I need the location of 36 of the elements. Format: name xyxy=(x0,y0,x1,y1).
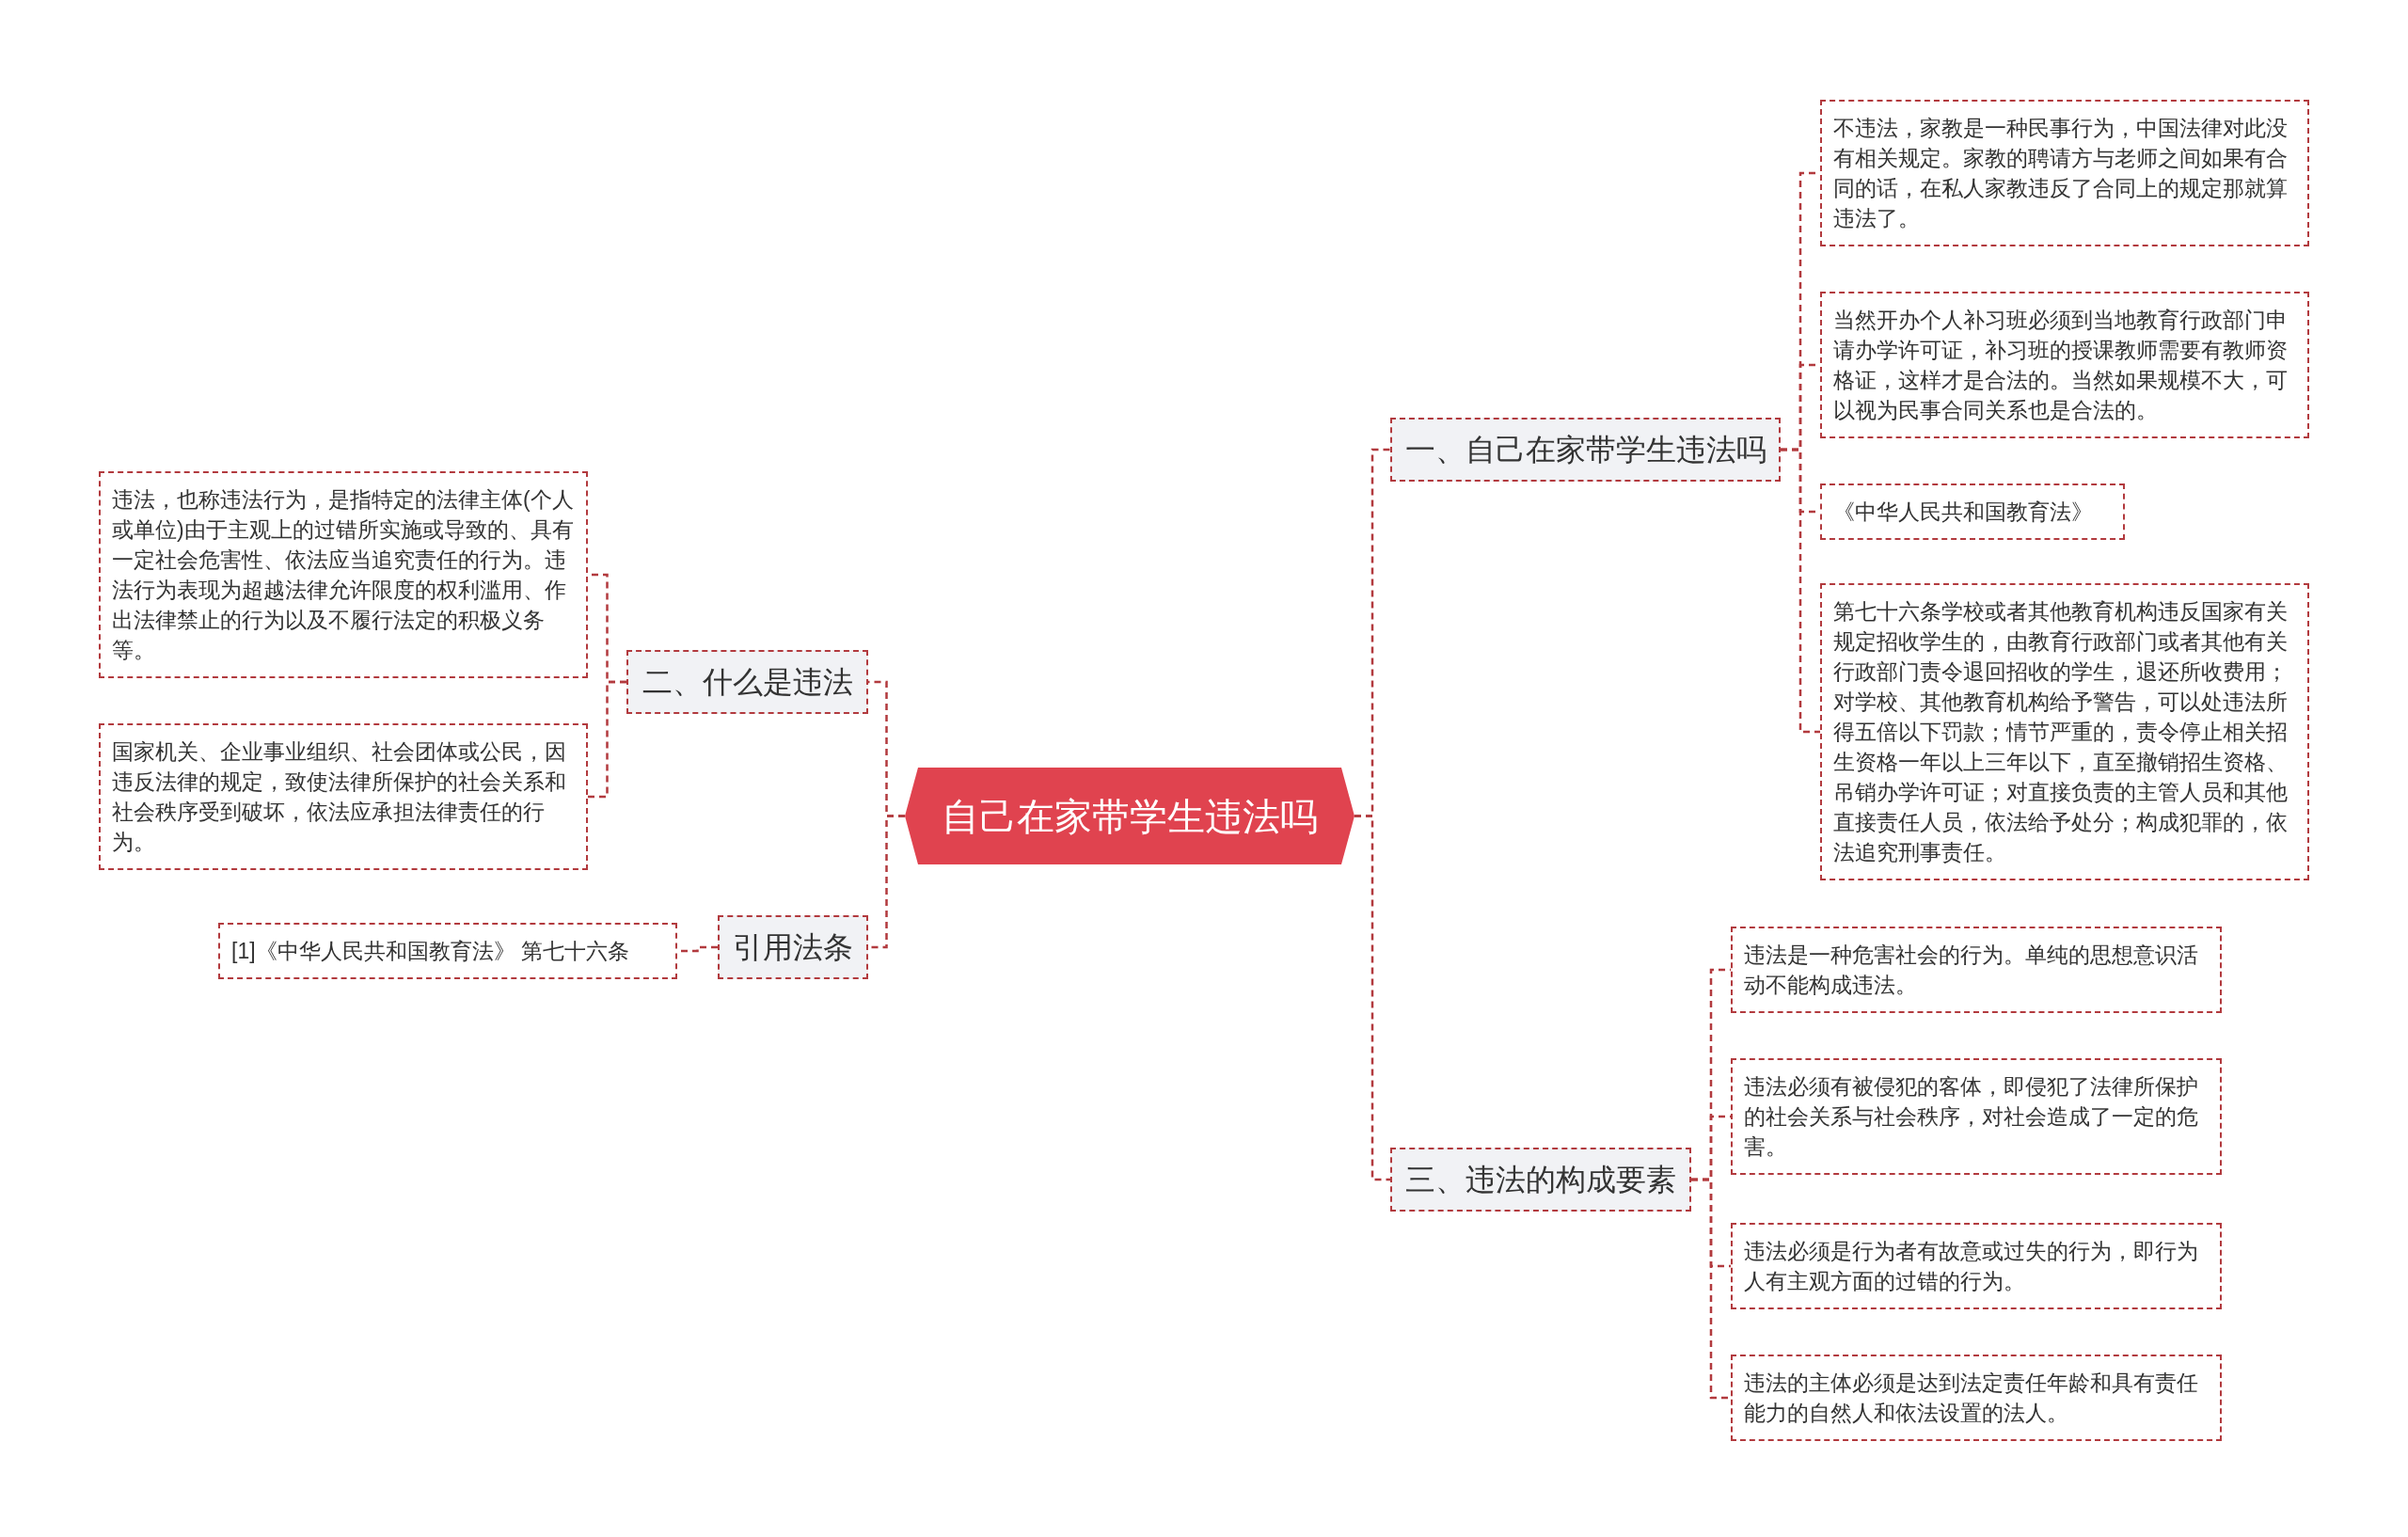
node-text: 违法必须有被侵犯的客体，即侵犯了法律所保护的社会关系与社会秩序，对社会造成了一定的危害。 xyxy=(1744,1073,2199,1161)
branch-topic xyxy=(1390,418,1781,482)
branch-topic xyxy=(718,915,868,979)
node-text: 违法的主体必须是达到法定责任年龄和具有责任能力的自然人和依法设置的法人。 xyxy=(1744,1370,2199,1427)
node-text: 违法必须是行为者有故意或过失的行为，即行为人有主观方面的过错的行为。 xyxy=(1744,1238,2199,1295)
node-text: [1]《中华人民共和国教育法》 第七十六条 xyxy=(231,938,630,965)
branch-topic xyxy=(626,650,868,714)
node-text: 国家机关、企业事业组织、社会团体或公民，因违反法律的规定，致使法律所保护的社会关系和社会秩序受到破坏，依法应承担法律责任的行为。 xyxy=(112,738,567,856)
note-box xyxy=(99,723,588,870)
node-text: 当然开办个人补习班必须到当地教育行政部门申请办学许可证，补习班的授课教师需要有教师资格证，这样才是合法的。当然如果规模不大，可以视为民事合同关系也是合法的。 xyxy=(1833,307,2289,424)
node-text: 三、违法的构成要素 xyxy=(1405,1162,1676,1198)
node-text: 违法，也称违法行为，是指特定的法律主体(个人或单位)由于主观上的过错所实施或导致的、具有一定社会危害性、依法应当追究责任的行为。违法行为表现为超越法律允许限度的权利滥用、作出法律禁止的行为以及不履行法定的积极义务等。 xyxy=(112,486,575,664)
note-box xyxy=(1820,292,2309,438)
note-box xyxy=(218,923,677,979)
connector-line xyxy=(1781,448,1820,734)
note-box xyxy=(1731,927,2222,1013)
note-box xyxy=(1731,1058,2222,1175)
node-text: 一、自己在家带学生违法吗 xyxy=(1404,432,1766,468)
connector-line xyxy=(1691,1178,1731,1400)
note-box xyxy=(1731,1223,2222,1309)
node-text: 不违法，家教是一种民事行为，中国法律对此没有相关规定。家教的聘请方与老师之间如果有合同的话，在私人家教违反了合同上的规定那就算违法了。 xyxy=(1833,115,2289,232)
note-box xyxy=(1731,1355,2222,1441)
connector-line xyxy=(588,680,626,799)
node-text: 第七十六条学校或者其他教育机构违反国家有关规定招收学生的，由教育行政部门或者其他有关行政部门责令退回招收的学生，退还所收费用；对学校、其他教育机构给予警告，可以处违法所得五倍以下罚款；情节严重的，责令停止相关招生资格一年以上三年以下，直至撤销招生资格、吊销办学许可证；对直接负责的主管人员和其他直接责任人员，依法给予处分；构成犯罪的，依法追究刑事责任。 xyxy=(1833,598,2289,866)
note-box xyxy=(1820,583,2309,880)
note-box xyxy=(1820,483,2125,540)
note-box xyxy=(99,471,588,678)
node-text: 二、什么是违法 xyxy=(642,664,853,701)
connector-line xyxy=(1354,815,1390,1181)
note-box xyxy=(1820,100,2309,246)
central-topic xyxy=(905,768,1354,864)
branch-topic xyxy=(1390,1148,1691,1212)
node-text: 《中华人民共和国教育法》 xyxy=(1833,499,2094,526)
node-text: 自己在家带学生违法吗 xyxy=(942,794,1318,839)
node-text: 违法是一种危害社会的行为。单纯的思想意识活动不能构成违法。 xyxy=(1744,942,2199,999)
node-text: 引用法条 xyxy=(733,929,853,966)
